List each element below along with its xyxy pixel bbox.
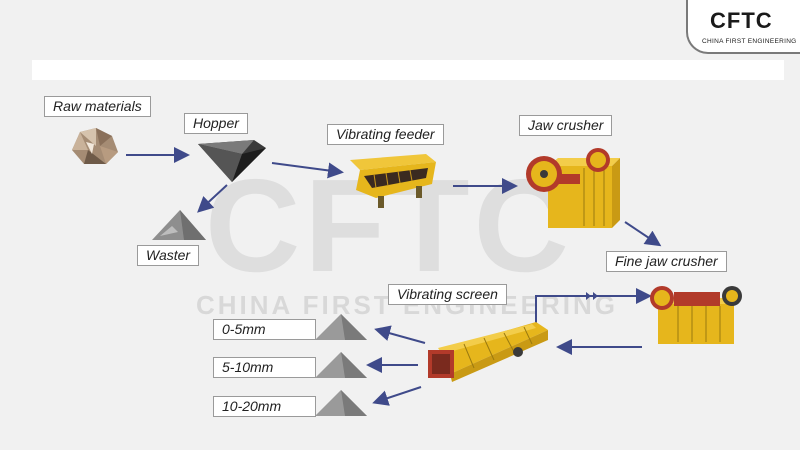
- jaw-crusher-icon: [526, 148, 620, 228]
- hopper-icon: [198, 140, 266, 182]
- logo-name: CFTC: [710, 8, 773, 33]
- vibrating-screen-icon: [428, 322, 548, 382]
- arrow-hopper-to-waster: [197, 184, 228, 213]
- label-raw-materials: Raw materials: [44, 96, 151, 117]
- label-output-0-5mm: 0-5mm: [213, 319, 316, 340]
- label-fine-jaw-crusher: Fine jaw crusher: [606, 251, 727, 272]
- arrow-jaw-to-fine: [624, 221, 662, 247]
- header-band: [32, 60, 784, 80]
- fine-jaw-crusher-icon: [650, 286, 742, 344]
- output-pile-0-5mm-icon: [315, 314, 367, 340]
- output-pile-10-20mm-icon: [315, 390, 367, 416]
- label-output-5-10mm: 5-10mm: [213, 357, 316, 378]
- waster-pile-icon: [152, 210, 206, 240]
- label-output-10-20mm: 10-20mm: [213, 396, 316, 417]
- label-waster: Waster: [137, 245, 200, 266]
- company-logo: CFTC CHINA FIRST ENGINEERING: [686, 0, 800, 54]
- arrow-hopper-to-feeder: [271, 162, 344, 179]
- arrow-screen-to-0-5: [374, 325, 426, 344]
- label-hopper: Hopper: [184, 113, 248, 134]
- output-pile-5-10mm-icon: [315, 352, 367, 378]
- label-jaw-crusher: Jaw crusher: [519, 115, 613, 136]
- arrow-screen-recycle: [535, 288, 652, 325]
- logo-tagline: CHINA FIRST ENGINEERING: [702, 38, 797, 45]
- vibrating-feeder-icon: [350, 154, 436, 208]
- label-vibrating-feeder: Vibrating feeder: [327, 124, 444, 145]
- raw-materials-icon: [72, 128, 118, 164]
- arrow-screen-to-10-20: [372, 386, 422, 406]
- label-vibrating-screen: Vibrating screen: [388, 284, 507, 305]
